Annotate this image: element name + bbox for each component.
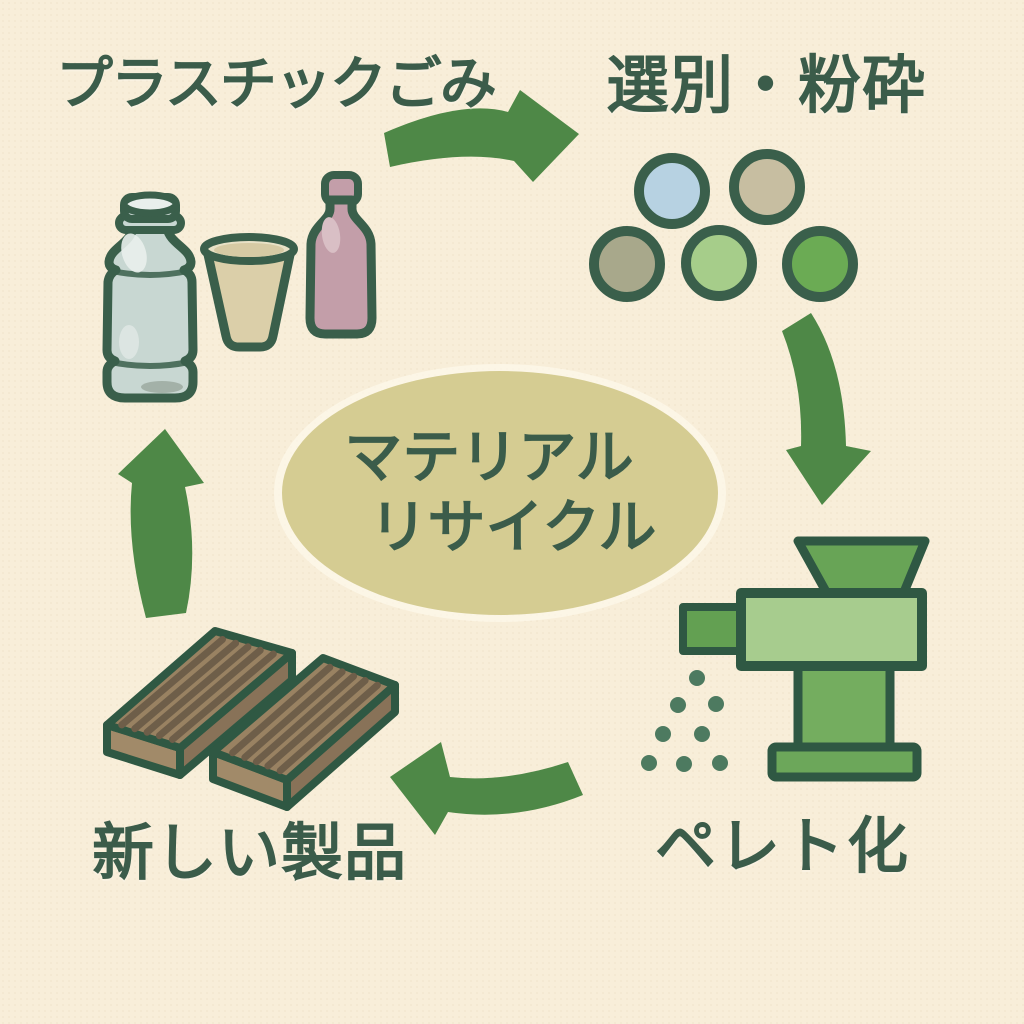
center-title-line-2: リサイクル <box>369 493 657 561</box>
shredded-flakes-icon <box>589 149 858 302</box>
machine-pedestal <box>793 655 895 758</box>
cycle-arrow-top-icon <box>384 90 579 182</box>
pet-bottle-body <box>102 223 198 403</box>
flake-light-green <box>681 225 757 301</box>
paper-cup-icon <box>200 233 298 352</box>
pet-bottle-icon <box>102 191 198 403</box>
flake-blue <box>634 153 710 229</box>
stage-label-plastic-waste: プラスチックごみ <box>56 51 497 117</box>
paper-cup-rim-inner <box>214 243 284 257</box>
stage-label-sorting-crushing: 選別・粉砕 <box>606 49 926 122</box>
pet-bottle-highlight-2 <box>119 325 139 359</box>
pet-bottle-band-line-2 <box>108 359 192 369</box>
pet-bottle-highlight <box>121 233 147 273</box>
pellet-dot <box>712 755 728 771</box>
pellet-dot <box>670 697 686 713</box>
plank-2 <box>209 654 399 811</box>
pellet-dot <box>641 755 657 771</box>
pet-bottle-mouth <box>120 191 180 217</box>
pelletizer-machine-icon <box>679 536 930 782</box>
cycle-arrow-right-icon <box>782 313 871 505</box>
pellet-dot <box>676 756 692 772</box>
flake-green <box>782 226 858 302</box>
pet-bottle-band-line-1 <box>109 268 191 278</box>
cycle-arrow-left-icon <box>118 429 204 618</box>
pink-bottle-body <box>305 195 377 339</box>
plank-1-stripes <box>118 636 277 743</box>
pellet-dot <box>708 696 724 712</box>
center-ellipse-fill <box>282 371 718 615</box>
pellet-dot <box>694 726 710 742</box>
plastic-lumber-planks-icon <box>103 627 399 811</box>
machine-base <box>767 742 922 782</box>
stage-label-new-products: 新しい製品 <box>92 816 408 889</box>
pink-bottle-icon <box>305 171 377 339</box>
plank-2-stripes <box>229 663 381 775</box>
cycle-arrow-bottom-icon <box>390 742 583 835</box>
pellet-dot <box>689 670 705 686</box>
flake-tan <box>729 149 805 225</box>
pellets-icon <box>641 670 728 772</box>
flake-olive <box>589 226 665 302</box>
center-title-line-1: マテリアル <box>344 423 634 491</box>
center-ellipse <box>274 364 726 622</box>
stage-label-pelletizing: ペレト化 <box>655 811 912 882</box>
plank-1 <box>103 627 296 779</box>
pet-bottle-smudge <box>141 381 183 393</box>
paper-cup-body <box>202 245 296 352</box>
plastic-waste-icons <box>102 171 377 403</box>
machine-body <box>736 588 927 671</box>
pink-bottle-highlight <box>321 217 341 253</box>
pellet-dot <box>655 726 671 742</box>
